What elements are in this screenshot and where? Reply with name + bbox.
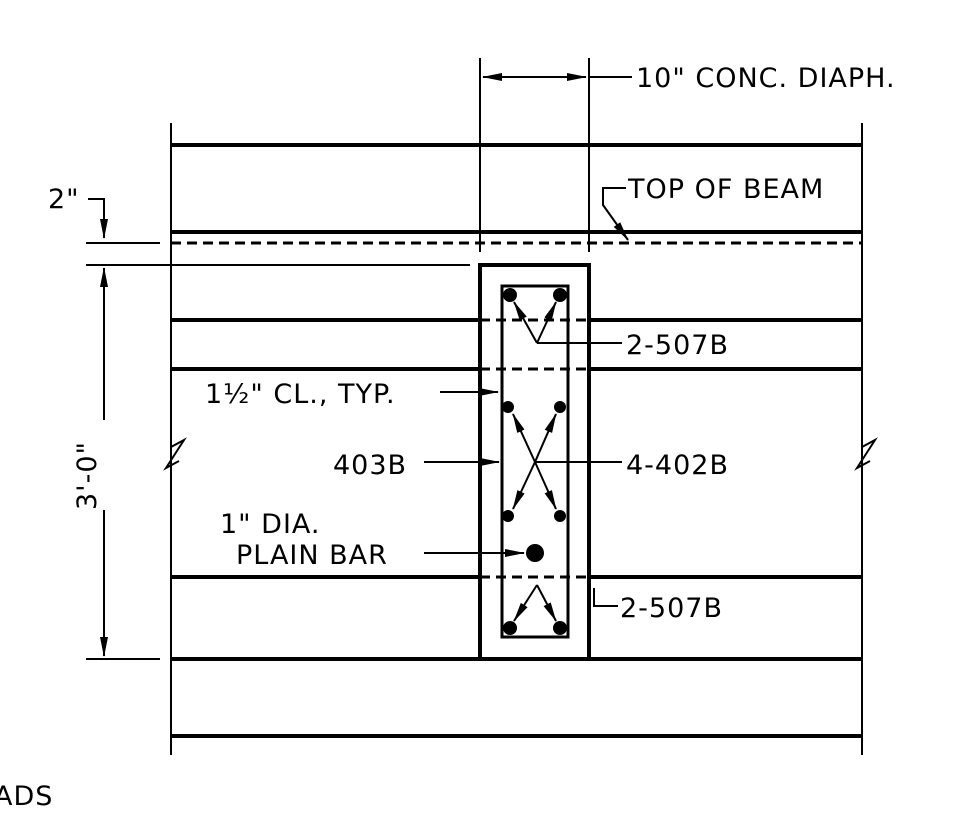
bottom-bar-left (503, 621, 517, 635)
top-of-beam-leader (602, 187, 629, 241)
two-inch-leader (88, 198, 108, 239)
top-bars-label: 2-507B (626, 330, 729, 361)
right-break-symbol (854, 437, 878, 471)
cross-bar-leader-a1 (512, 413, 536, 463)
cross-bars-label: 4-402B (626, 450, 729, 481)
top-bar-right (553, 288, 567, 302)
bottom-bars-leader-left (513, 584, 538, 622)
bottom-bars-label: 2-507B (620, 593, 723, 624)
plain-bar-label-line1: 1" DIA. (220, 509, 321, 540)
top-bars-leader-left (513, 301, 538, 344)
top-of-beam-label: TOP OF BEAM (627, 174, 824, 205)
cross-bar-leader-b1 (534, 413, 557, 463)
stirrup-label: 403B (333, 450, 407, 481)
cross-bar-leader-b2 (512, 461, 536, 510)
clear-cover-label: 1½" CL., TYP. (205, 379, 396, 410)
two-inch-label: 2" (48, 184, 80, 215)
bottom-bars-leader-bent (593, 588, 618, 607)
bottom-bars-leader-right (536, 584, 557, 622)
cut-off-label: ADS (0, 781, 53, 812)
bottom-bar-right (553, 621, 567, 635)
mid-bar-lower-right (554, 510, 566, 522)
top-bar-left (503, 288, 517, 302)
height-dim-label-gap (95, 420, 113, 510)
height-dim-label: 3'-0" (72, 441, 103, 510)
left-break-symbol (163, 437, 187, 471)
top-bars-leader-right (536, 301, 557, 344)
plain-bar-label-line2: PLAIN BAR (236, 540, 388, 571)
cross-bar-leader-a2 (534, 461, 557, 510)
mid-bar-lower-left (502, 510, 514, 522)
mid-bar-upper-left (502, 401, 514, 413)
plain-bar (526, 544, 544, 562)
mid-bar-upper-right (554, 401, 566, 413)
diaphragm-label: 10" CONC. DIAPH. (636, 63, 896, 94)
